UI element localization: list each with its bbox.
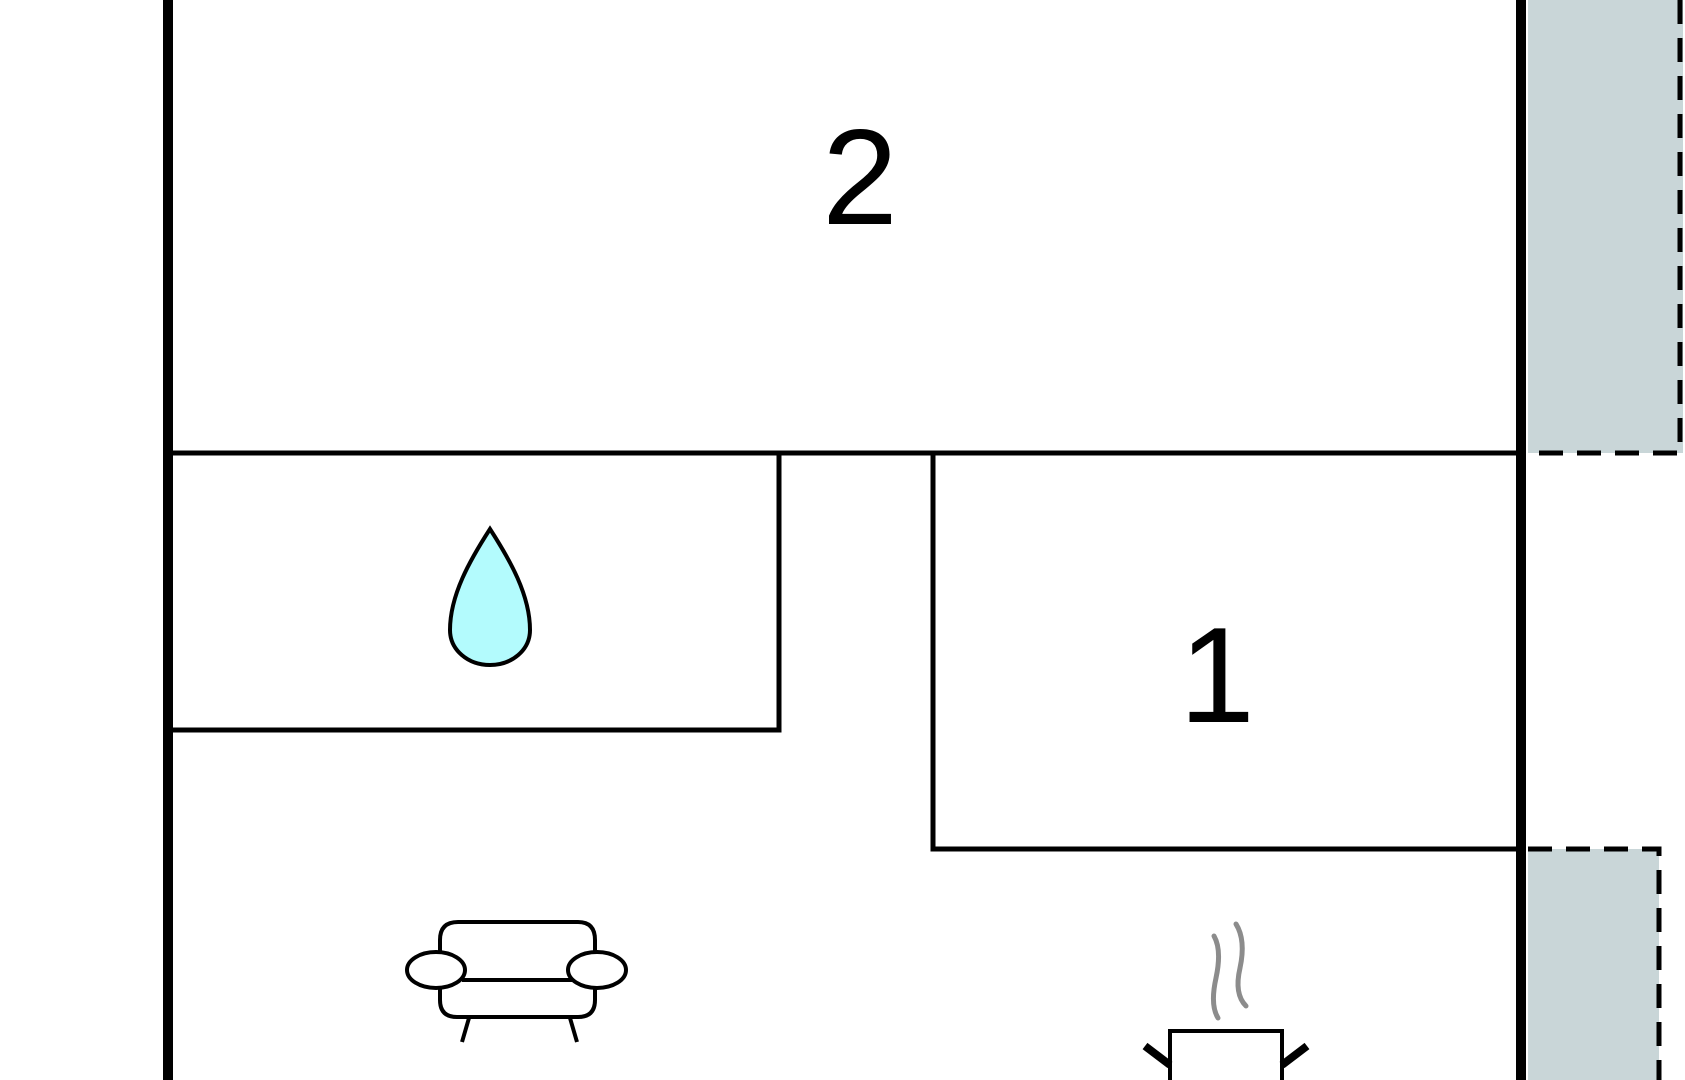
water-drop-icon: [447, 525, 533, 668]
sofa-icon: [405, 920, 628, 1043]
terrace-upper: [1528, 0, 1683, 456]
room-1-walls: [930, 453, 1521, 852]
room-1-label: 1: [1179, 599, 1255, 751]
cooking-pot-icon: [1142, 921, 1310, 1080]
room-2-label: 2: [822, 101, 898, 253]
terrace-lower: [1528, 846, 1662, 1080]
bathroom-walls: [168, 453, 782, 733]
